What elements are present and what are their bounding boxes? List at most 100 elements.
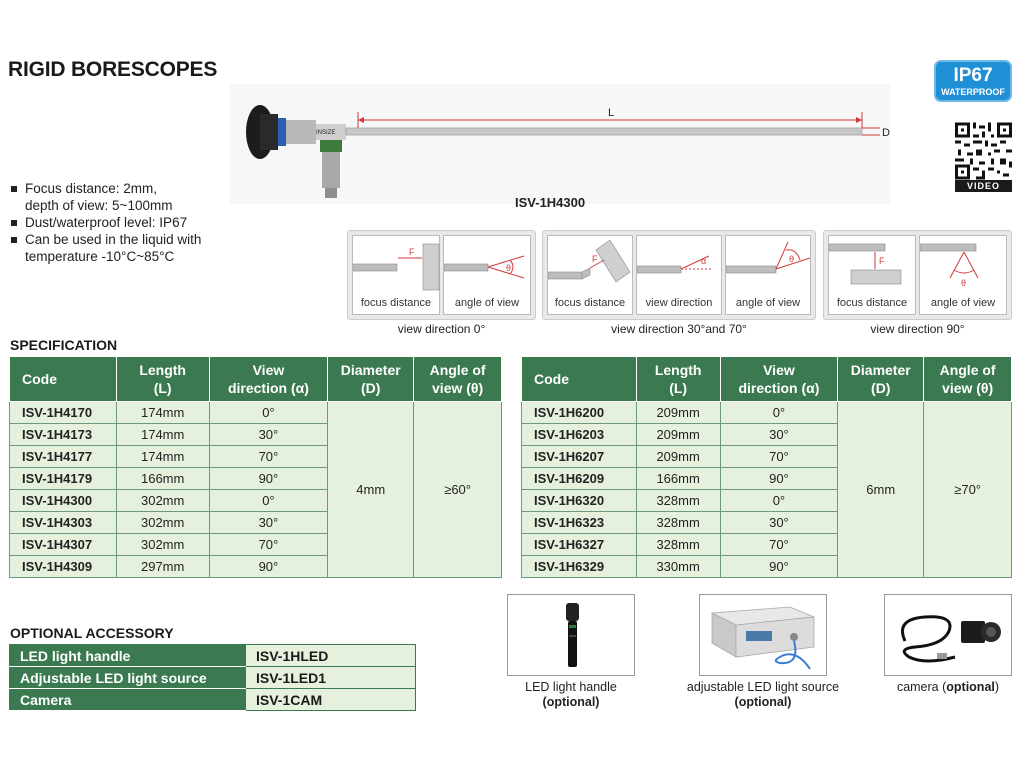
video-tag: VIDEO — [955, 180, 1012, 192]
scope-brand-label: INSIZE — [316, 130, 335, 136]
cell-code: ISV-1H6323 — [521, 511, 637, 534]
camera-icon — [901, 615, 1001, 663]
photo-caption: adjustable LED light source (optional) — [686, 680, 840, 709]
cell-view-direction: 0° — [208, 489, 329, 512]
focus-distance-icon: F — [353, 243, 440, 291]
cell-view-direction: 70° — [208, 445, 329, 468]
diagram-focus-distance: F focus distance — [828, 235, 916, 315]
symbol-theta: θ — [506, 263, 511, 273]
cell-caption: focus distance — [554, 297, 626, 309]
header-code: Code — [9, 356, 117, 402]
diagram-angle-of-view: θ angle of view — [725, 235, 811, 315]
cell-code: ISV-1H6209 — [521, 467, 637, 490]
cell-diameter: 4mm — [327, 401, 415, 578]
cell-view-direction: 90° — [719, 467, 839, 490]
header-length: Length(L) — [635, 356, 721, 402]
accessory-code: ISV-1LED1 — [245, 666, 416, 689]
feature-list: Focus distance: 2mm, depth of view: 5~10… — [10, 180, 201, 265]
cell-view-direction: 90° — [208, 467, 329, 490]
led-light-source-photo — [699, 594, 827, 676]
cell-view-direction: 30° — [719, 511, 839, 534]
cell-length: 328mm — [635, 489, 721, 512]
angle-of-view-icon: θ — [726, 241, 811, 274]
dimension-l-label: L — [608, 107, 614, 119]
cell-length: 302mm — [115, 489, 210, 512]
cell-code: ISV-1H6203 — [521, 423, 637, 446]
qr-code-icon[interactable] — [955, 122, 1012, 180]
cell-length: 174mm — [115, 423, 210, 446]
cell-code: ISV-1H4177 — [9, 445, 117, 468]
symbol-f: F — [592, 254, 598, 264]
cell-length: 209mm — [635, 423, 721, 446]
symbol-alpha: α — [701, 256, 706, 266]
diagram-angle-of-view: θ angle of view — [919, 235, 1007, 315]
photo-caption: camera (optional) — [896, 680, 1000, 694]
focus-distance-icon: F — [548, 239, 631, 283]
cell-length: 174mm — [115, 401, 210, 424]
diagram-view-direction-30-70: F focus distance α view direction θ angl… — [542, 230, 816, 320]
cell-view-direction: 0° — [719, 401, 839, 424]
borescope-drawing: INSIZE L D — [230, 84, 890, 204]
cell-code: ISV-1H6329 — [521, 555, 637, 578]
cell-length: 166mm — [115, 467, 210, 490]
cell-code: ISV-1H4303 — [9, 511, 117, 534]
diagram-view-direction-90: F focus distance θ angle of view — [823, 230, 1012, 320]
cell-view-direction: 0° — [208, 401, 329, 424]
angle-of-view-icon: θ — [920, 243, 979, 288]
feature-item: Can be used in the liquid with — [10, 231, 201, 248]
symbol-f: F — [409, 247, 415, 257]
specification-heading: SPECIFICATION — [10, 337, 118, 353]
cell-length: 174mm — [115, 445, 210, 468]
cell-angle-of-view: ≥60° — [413, 401, 502, 578]
accessory-table: LED light handle ISV-1HLED Adjustable LE… — [9, 644, 416, 711]
diagram-view-direction-0: F focus distance θ angle of view — [347, 230, 536, 320]
symbol-theta: θ — [789, 254, 794, 264]
table-row: ISV-1H6200 209mm 0° 6mm ≥70° — [521, 401, 1012, 578]
accessory-heading: OPTIONAL ACCESSORY — [10, 625, 174, 641]
cell-view-direction: 30° — [208, 511, 329, 534]
view-direction-caption: view direction 30°and 70° — [611, 322, 747, 336]
led-handle-icon — [566, 603, 579, 667]
cell-angle-of-view: ≥70° — [923, 401, 1012, 578]
feature-item-continued: temperature -10°C~85°C — [25, 249, 175, 264]
diagram-view-direction: α view direction — [636, 235, 722, 315]
cell-view-direction: 90° — [719, 555, 839, 578]
cell-caption: focus distance — [836, 297, 908, 309]
waterproof-text: WATERPROOF — [941, 87, 1005, 97]
cell-length: 209mm — [635, 401, 721, 424]
cell-caption: angle of view — [454, 297, 520, 309]
feature-item: Focus distance: 2mm, — [10, 180, 201, 197]
table-row: Camera ISV-1CAM — [9, 688, 416, 711]
cell-code: ISV-1H6200 — [521, 401, 637, 424]
cell-code: ISV-1H4307 — [9, 533, 117, 556]
cell-length: 328mm — [635, 511, 721, 534]
cell-view-direction: 90° — [208, 555, 329, 578]
camera-photo — [884, 594, 1012, 676]
cell-code: ISV-1H4179 — [9, 467, 117, 490]
ip67-text: IP67 — [953, 65, 993, 86]
accessory-name: Adjustable LED light source — [9, 666, 246, 689]
cell-view-direction: 30° — [719, 423, 839, 446]
model-label: ISV-1H4300 — [515, 195, 586, 210]
ip67-badge: IP67 WATERPROOF — [934, 60, 1012, 102]
angle-of-view-icon: θ — [444, 255, 525, 279]
diagram-focus-distance: F focus distance — [547, 235, 633, 315]
diagram-angle-of-view: θ angle of view — [443, 235, 531, 315]
led-light-handle-photo — [507, 594, 635, 676]
cell-diameter: 6mm — [837, 401, 925, 578]
header-diameter: Diameter(D) — [837, 356, 925, 402]
cell-caption: view direction — [645, 297, 713, 309]
cell-length: 330mm — [635, 555, 721, 578]
header-diameter: Diameter(D) — [327, 356, 415, 402]
